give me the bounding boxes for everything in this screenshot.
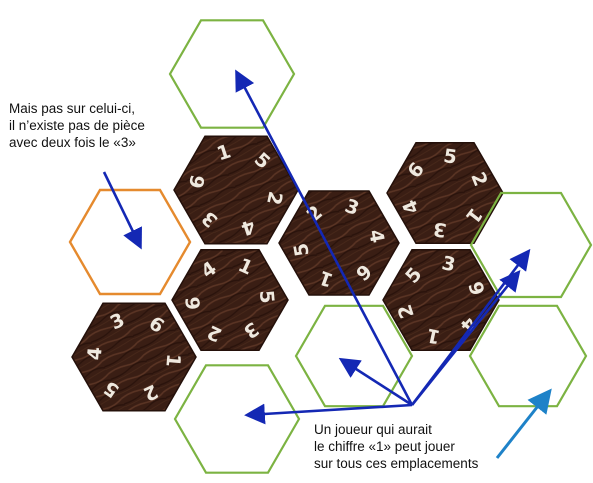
tile-body [279, 191, 399, 295]
tile-number: 5 [255, 289, 278, 304]
note-valid-slots: Un joueur qui aurait le chiffre «1» peut… [314, 421, 478, 472]
tile-number: 1 [161, 353, 184, 368]
valid-slot-outline[interactable] [170, 20, 294, 127]
note-line: il n’existe pas de pièce [9, 117, 145, 134]
tile-number: 4 [84, 346, 107, 361]
tile-number: 6 [182, 296, 205, 311]
arrow [104, 172, 140, 246]
note-line: le chiffre «1» peut jouer [314, 438, 478, 455]
note-line: sur tous ces emplacements [314, 455, 478, 472]
arrow [497, 392, 549, 458]
note-line: Mais pas sur celui-ci, [9, 100, 145, 117]
invalid-slot-outline[interactable] [70, 190, 190, 294]
note-line: avec deux fois le «3» [9, 134, 145, 151]
note-line: Un joueur qui aurait [314, 421, 478, 438]
valid-slot-outline[interactable] [175, 365, 299, 472]
note-invalid-slot: Mais pas sur celui-ci, il n’existe pas d… [9, 100, 145, 151]
